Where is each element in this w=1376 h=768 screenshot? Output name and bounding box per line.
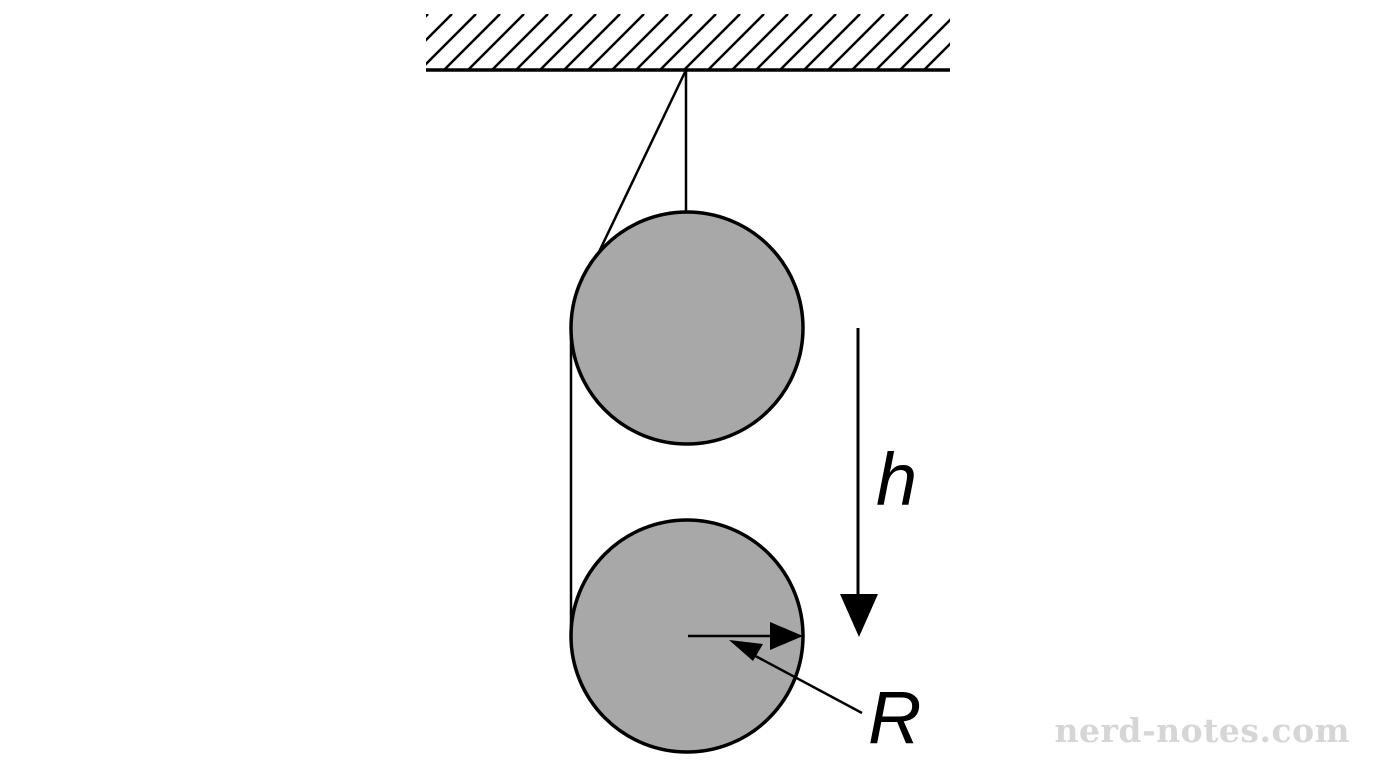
radius-pointer-arrowhead (729, 640, 763, 661)
ceiling-hatching (426, 14, 950, 70)
watermark-text: nerd-notes.com (1054, 711, 1350, 750)
label-h: h (876, 438, 917, 521)
upper-disk (569, 210, 805, 446)
radius-arrowhead (770, 622, 803, 650)
radius-pointer-line (747, 650, 863, 715)
displacement-arrowhead (840, 594, 878, 637)
label-r: R (868, 676, 921, 759)
